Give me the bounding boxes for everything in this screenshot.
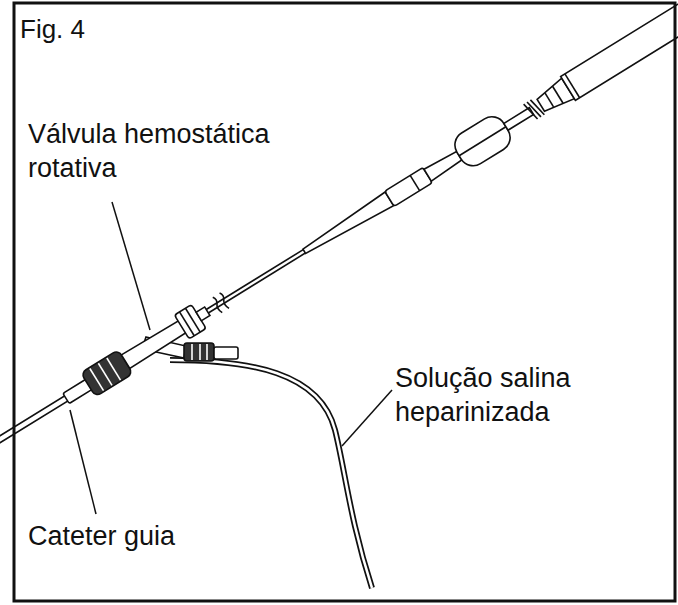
part-label: Válvula hemostática rotativa bbox=[28, 118, 308, 186]
part-label: Solução salina heparinizada bbox=[395, 362, 660, 430]
leader-lines bbox=[70, 202, 392, 514]
catheter-assembly bbox=[0, 0, 678, 461]
side-port bbox=[142, 337, 372, 588]
part-label: Cateter guia bbox=[28, 520, 268, 554]
figure-title: Fig. 4 bbox=[20, 14, 85, 45]
figure-frame bbox=[14, 3, 675, 601]
